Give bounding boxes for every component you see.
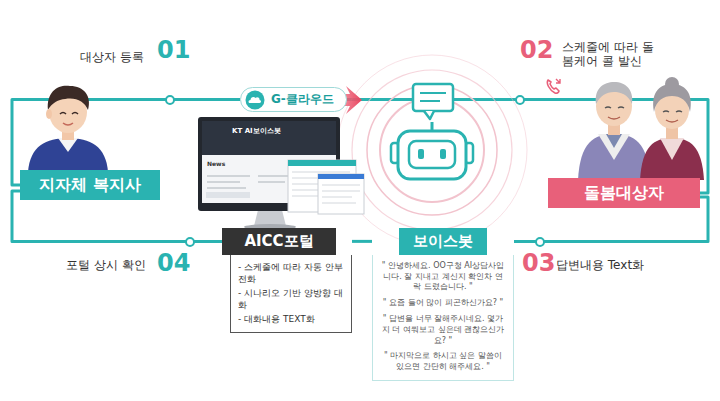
panel-item: - 스케줄에 따라 자동 안부전화 — [238, 261, 344, 285]
step-label: News — [207, 160, 225, 167]
portal-panel: AICC포털- 스케줄에 따라 자동 안부전화- 시나리오 기반 양방향 대화-… — [222, 228, 352, 333]
step-number: 04 — [157, 249, 190, 278]
role-name: 지자체 복지사 — [32, 175, 148, 195]
welfare-worker-illustration — [28, 86, 108, 172]
role-name: 돌봄대상자 — [560, 183, 688, 203]
cloud-icon — [245, 90, 265, 110]
care-recipient-illustration — [578, 77, 704, 180]
loop-connector — [352, 240, 372, 243]
panel-body: - 스케줄에 따라 자동 안부전화- 시나리오 기반 양방향 대화 - 대화내용 … — [230, 255, 352, 334]
panel-title: AICC포털 — [228, 232, 330, 251]
voicebot-panel: 보이스봇 " 안녕하세요. OO구청 AI상담사입니다. 잘 지내고 계신지 확인… — [372, 228, 514, 381]
signal-rings — [337, 55, 527, 245]
step-label: KT AI보이스봇 — [232, 127, 281, 135]
panel-item: " 요즘 들어 많이 피곤하신가요? " — [380, 298, 506, 309]
step-label: 포털 상시 확인 — [66, 258, 146, 272]
role-box: 지자체 복지사 — [20, 170, 160, 200]
panel-item: " 답변을 너무 잘해주시네요. 몇가지 더 여쭤보고 싶은데 괜찮으신가요? … — [380, 314, 506, 346]
panel-tab: 보이스봇 — [399, 228, 487, 255]
step-number: 03 — [522, 249, 555, 278]
cloud-icon-shape — [249, 97, 261, 103]
step-label: 스케줄에 따라 돌봄케어 콜 발신 — [562, 40, 662, 69]
cloud-pill: G-클라우드 — [240, 87, 347, 112]
panel-item: " 마지막으로 하시고 싶은 말씀이 있으면 간단히 해주세요. " — [380, 351, 506, 373]
panel-tab: AICC포털 — [222, 228, 336, 255]
panel-item: - 시나리오 기반 양방향 대화 — [238, 287, 344, 311]
step-label: 대상자 등록 — [80, 50, 144, 64]
step-number: 02 — [520, 36, 553, 65]
panel-item: - 대화내용 TEXT화 — [238, 313, 344, 325]
robot-icon — [391, 84, 473, 179]
cloud-name: G-클라우드 — [271, 92, 334, 107]
panel-item: " 안녕하세요. OO구청 AI상담사입니다. 잘 지내고 계신지 확인차 연락… — [380, 261, 506, 293]
step-number: 01 — [157, 36, 190, 65]
monitor-illustration — [198, 117, 364, 230]
role-box: 돌봄대상자 — [548, 178, 700, 208]
phone-icon — [547, 79, 560, 93]
panel-title: 보이스봇 — [405, 232, 481, 251]
loop-dots — [166, 96, 544, 246]
cloud-icon-disc — [246, 91, 265, 110]
panel-body: " 안녕하세요. OO구청 AI상담사입니다. 잘 지내고 계신지 확인차 연락… — [372, 255, 514, 381]
step-label: 답변내용 Text화 — [556, 258, 644, 272]
